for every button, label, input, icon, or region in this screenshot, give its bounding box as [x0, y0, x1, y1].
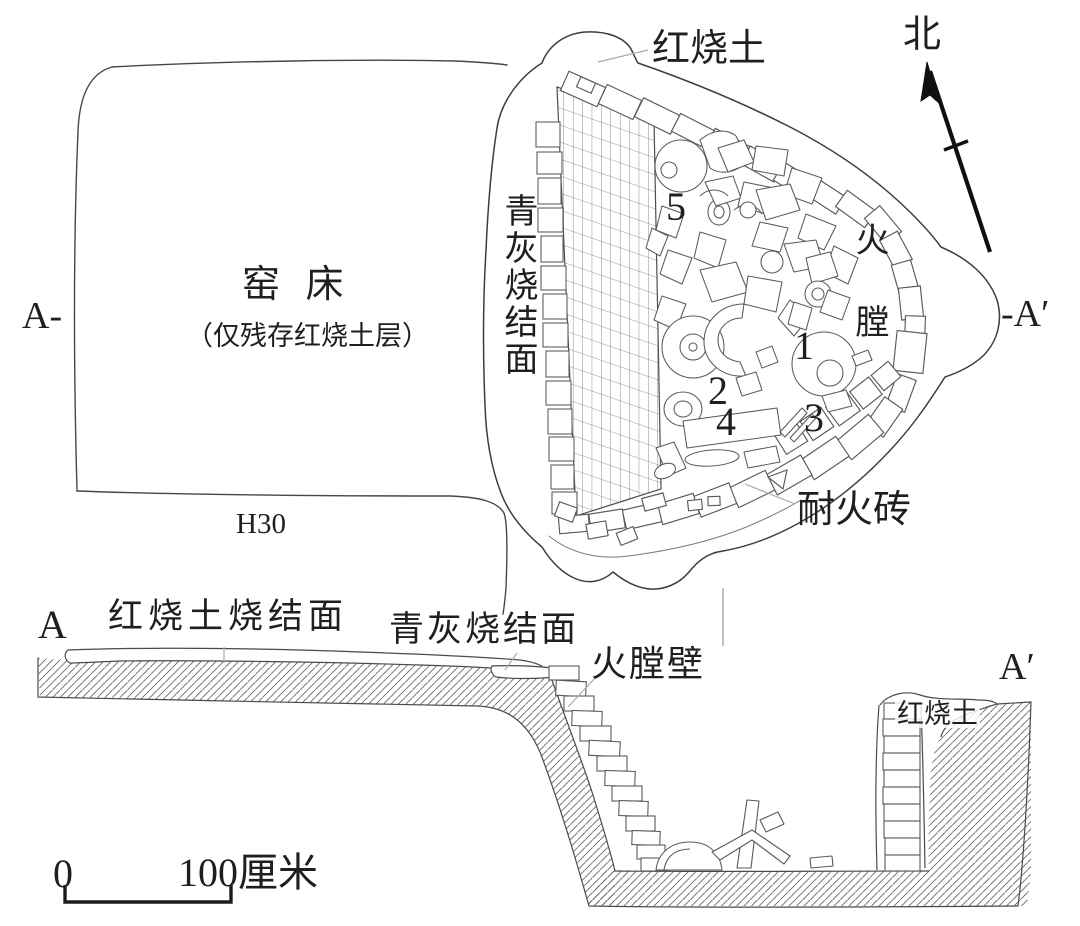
scale-bar: [63, 885, 233, 904]
red-burnt-earth-label: 红烧土: [652, 28, 767, 70]
hatch-right-bank: [928, 702, 1031, 871]
grey-sintered-surface-label-plan: 青灰烧结面: [499, 193, 536, 378]
section-hatch-fills: [38, 658, 1031, 906]
pit-pottery: [655, 799, 834, 871]
scale-bar-end: 100厘米: [178, 850, 318, 895]
fire-chamber-wall-leader: [567, 676, 597, 708]
sintered-surface-slabs: [64, 647, 556, 680]
section-mark-a: A: [38, 602, 67, 647]
fire-chamber-wall-label: 火膛壁: [591, 644, 706, 684]
find-marker-3: 3: [804, 395, 824, 440]
section-mark-a-left: A-: [22, 295, 63, 337]
north-label: 北: [903, 14, 942, 56]
pottery-sherds: [645, 130, 873, 480]
north-arrow-head: [920, 61, 940, 105]
refractory-brick-label: 耐火砖: [797, 489, 912, 531]
fire-chamber-outline: [482, 31, 1001, 590]
red-burnt-earth-leader: [597, 49, 649, 63]
hatch-bottom-band: [588, 871, 1031, 906]
grey-sintered-slab: [490, 665, 556, 680]
section-mark-a-prime: A′: [999, 646, 1035, 688]
find-marker-4: 4: [716, 399, 736, 444]
kiln-bed-bottom-edge-h30-boundary: [76, 490, 508, 615]
kiln-bed-outline: [73, 59, 508, 615]
fire-chamber-inner-edge: [548, 499, 802, 558]
wall-edge-brick-column: [535, 121, 578, 515]
find-marker-5: 5: [666, 184, 686, 229]
grey-sintered-leader: [504, 652, 518, 671]
pit-number-label: H30: [236, 508, 286, 540]
grey-sintered-surface-label-section: 青灰烧结面: [389, 610, 580, 649]
red-sintered-surface-label: 红烧土烧结面: [108, 597, 349, 636]
scale-bar-start: 0: [53, 851, 73, 896]
find-marker-1: 1: [794, 323, 814, 368]
red-burnt-earth-label-section: 红烧土: [895, 699, 980, 729]
section-mark-a-right: -A′: [1001, 293, 1050, 335]
pit-left-slope: [551, 679, 616, 872]
north-arrow-crossbar: [943, 139, 969, 152]
find-marker-2: 2: [708, 368, 728, 413]
brick-wall: [556, 86, 662, 517]
fire-chamber-label: 火膛: [850, 222, 887, 386]
plan-leader-lines: [597, 49, 796, 646]
north-arrow: [920, 61, 992, 253]
kiln-bed-note: （仅残存红烧土层）: [186, 321, 429, 351]
section-leader-lines: [223, 647, 597, 708]
refractory-brick-leader: [744, 483, 796, 505]
kiln-bed-title: 窑 床: [242, 264, 352, 306]
hatch-left-bank: [38, 658, 615, 905]
